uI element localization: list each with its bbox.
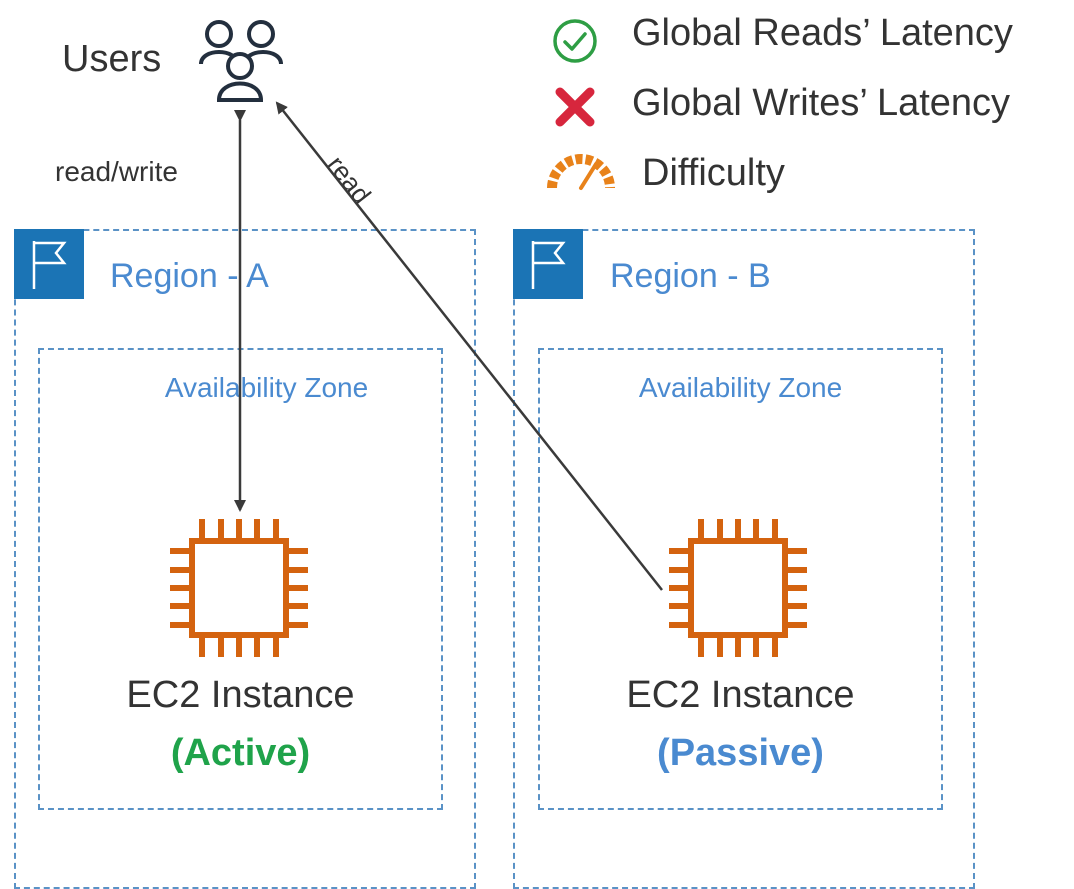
az-a-title: Availability Zone [164, 372, 369, 403]
legend-writes-latency: Global Writes’ Latency [632, 82, 1011, 124]
ec2-b-label: EC2 Instance [626, 674, 855, 716]
ec2-instance-b-icon [669, 519, 807, 657]
users-label: Users [62, 38, 162, 80]
ec2-instance-a-icon [170, 519, 308, 657]
region-b-title: Region - B [610, 257, 771, 295]
read-arrow [275, 101, 663, 591]
flag-icon [32, 241, 67, 289]
gauge-icon [547, 154, 615, 190]
legend-reads-latency: Global Reads’ Latency [632, 12, 1013, 54]
region-b-flag-tile [513, 229, 583, 299]
legend-difficulty: Difficulty [642, 152, 785, 194]
red-x-icon [555, 87, 595, 127]
read-write-label: read/write [55, 156, 178, 187]
ec2-a-status: (Active) [170, 732, 311, 774]
ec2-b-status: (Passive) [657, 732, 824, 774]
region-a-flag-tile [14, 229, 84, 299]
ec2-a-label: EC2 Instance [126, 674, 355, 716]
connection-arrows [234, 101, 663, 591]
check-circle-icon [553, 19, 597, 63]
az-b-title: Availability Zone [638, 372, 843, 403]
flag-icon [531, 241, 566, 289]
users-icon [199, 20, 283, 102]
az-b-box [538, 348, 943, 810]
